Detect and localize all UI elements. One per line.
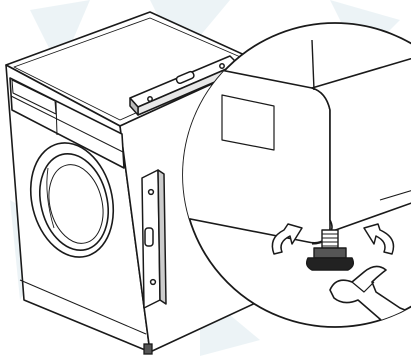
machine-foot-small: [144, 344, 152, 354]
spirit-level-vertical-icon: [142, 170, 166, 308]
